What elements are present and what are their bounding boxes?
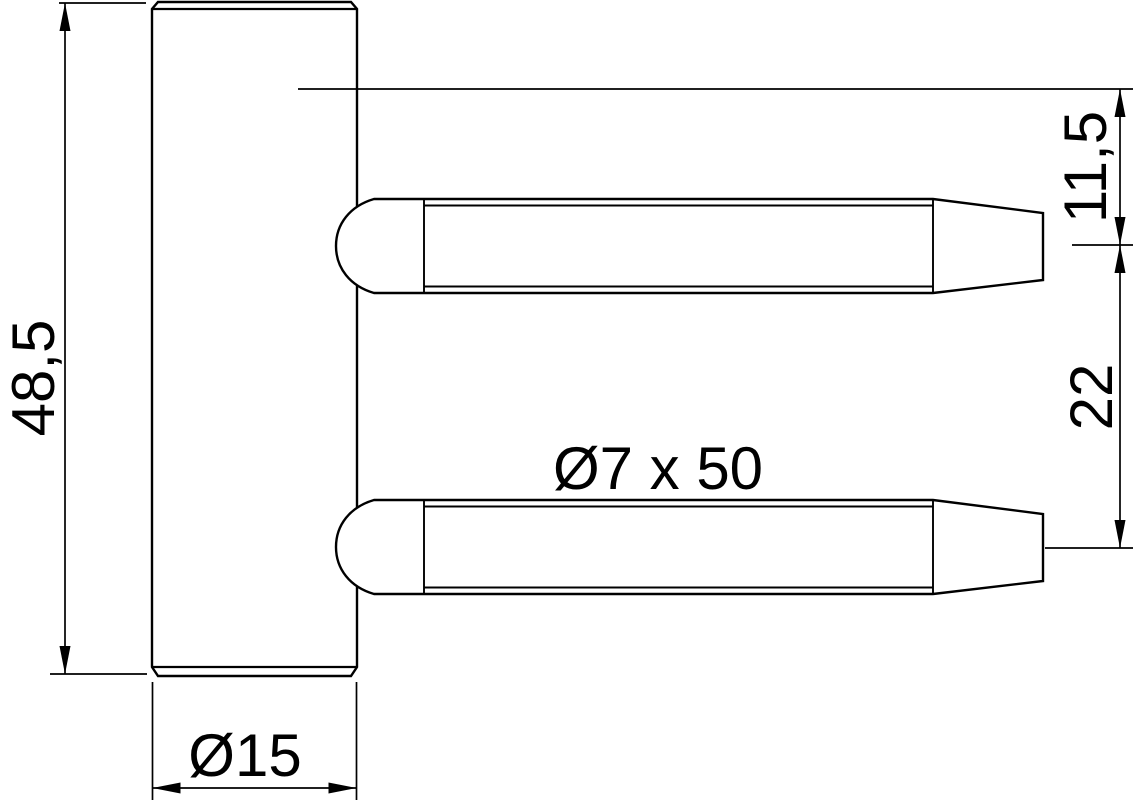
height-dimension-label: 48,5 [0,320,67,437]
diameter-dimension: Ø15 [151,682,358,800]
spacing-dimension: 22 [1058,245,1126,548]
top-pin [334,197,1045,295]
bottom-pin [334,498,1045,596]
dimension-arrow-up-icon [59,3,71,31]
bottom-pin-outline [334,498,1045,596]
dimension-arrow-right-icon [328,782,357,794]
dimension-arrow-down-icon [59,646,71,674]
dimension-arrow-up-icon [1114,89,1126,117]
pin-spec-label: Ø7 x 50 [553,435,763,502]
top-pin-outline [334,197,1045,295]
offset-dimension: 11,5 [1052,89,1126,245]
diameter-dimension-label: Ø15 [188,722,301,789]
hinge-body [150,0,359,678]
dimension-arrow-left-icon [152,782,181,794]
spacing-dimension-label: 22 [1058,364,1125,431]
offset-dimension-label: 11,5 [1052,111,1119,223]
dimension-arrow-down-icon [1114,217,1126,245]
dimension-arrow-down-icon [1114,520,1126,548]
hinge-body-outline [150,0,359,678]
height-dimension: 48,5 [0,2,147,675]
dimension-arrow-up-icon [1114,245,1126,273]
